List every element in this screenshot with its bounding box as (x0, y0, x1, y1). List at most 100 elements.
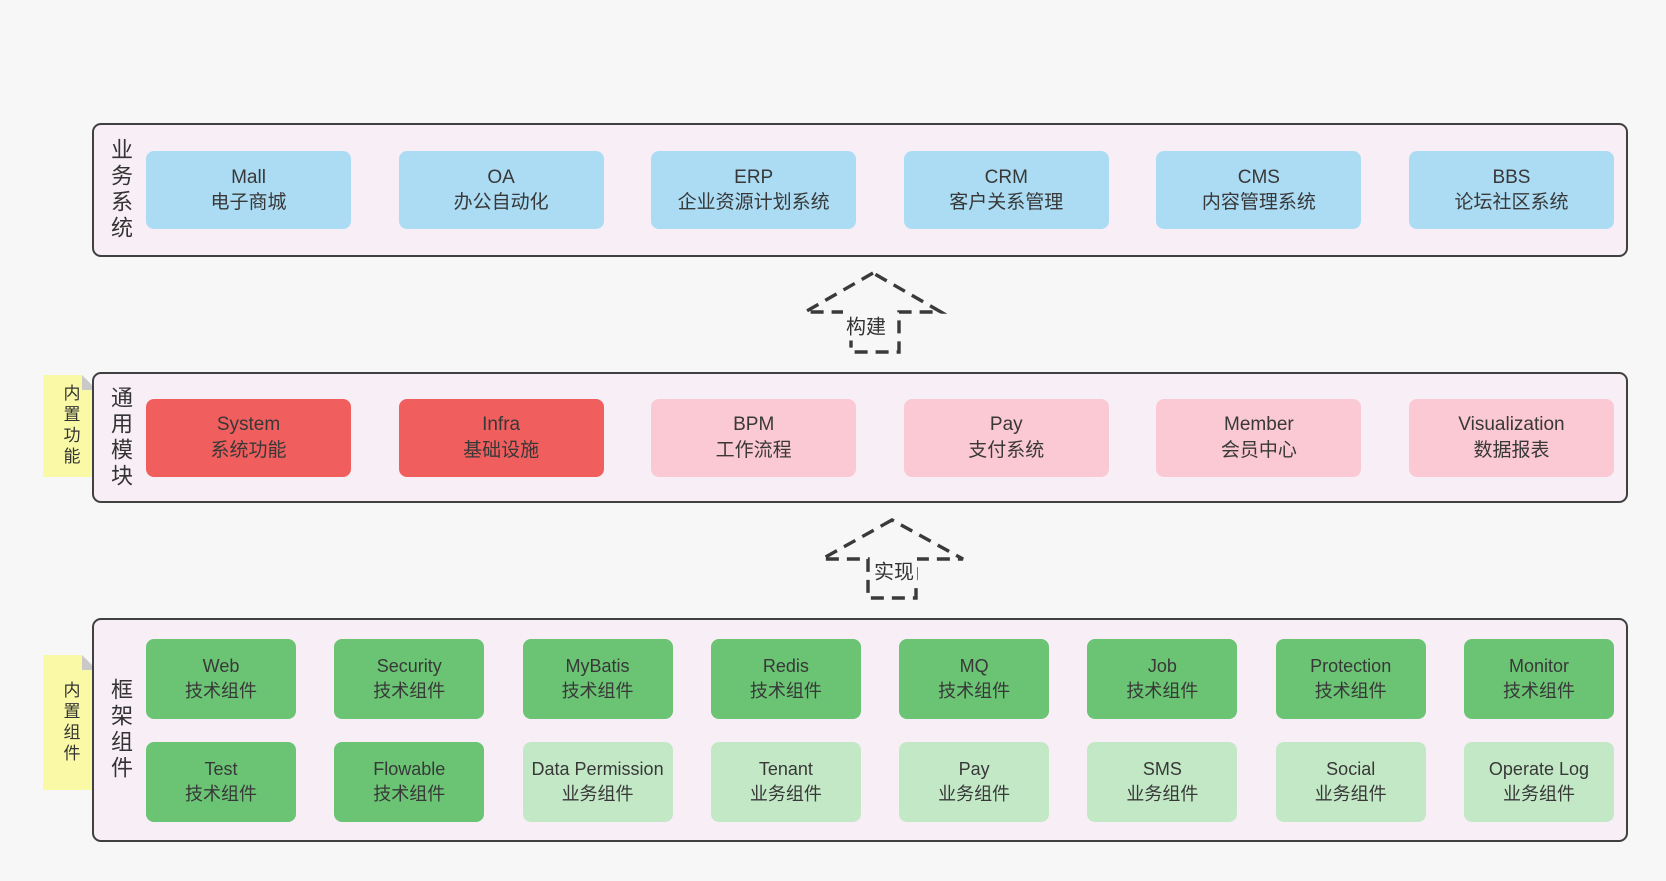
module-title: MyBatis (565, 656, 630, 677)
module-title: SMS (1142, 759, 1182, 780)
band-label: 框架组件 (108, 678, 133, 782)
module-title: Test (204, 759, 238, 780)
module-box-social: Social 业务组件 (1275, 741, 1426, 822)
module-box-member: Member 会员中心 (1156, 398, 1362, 477)
module-title: Protection (1310, 656, 1392, 677)
module-title: Pay (958, 759, 990, 780)
module-title: BPM (733, 414, 775, 436)
sticky-note-label: 内置功能 (60, 384, 80, 468)
module-box-crm: CRM 客户关系管理 (903, 151, 1109, 229)
module-subtitle: 电子商城 (210, 192, 287, 213)
module-subtitle: 业务组件 (1126, 783, 1199, 804)
sticky-note-label: 内置组件 (60, 680, 80, 765)
sticky-note-built-in-features: 内置功能 (43, 375, 97, 477)
module-subtitle: 技术组件 (185, 783, 257, 804)
module-subtitle: 支付系统 (968, 439, 1045, 461)
band-business-systems: 业务系统 Mall 电子商城 OA 办公自动化 ERP 企业资源计划系统 CRM 客户关系管理… (92, 123, 1628, 257)
band-label-column: 业务系统 (94, 125, 146, 255)
module-title: Pay (989, 414, 1023, 436)
module-subtitle: 数据报表 (1473, 439, 1550, 461)
module-box-test: Test 技术组件 (146, 741, 296, 822)
module-subtitle: 工作流程 (715, 439, 792, 461)
module-box-infra: Infra 基础设施 (398, 398, 604, 477)
module-subtitle: 技术组件 (561, 680, 634, 701)
module-title: ERP (734, 166, 774, 188)
module-title: Operate Log (1488, 759, 1589, 780)
module-box-protection: Protection 技术组件 (1275, 638, 1426, 719)
band-content: Mall 电子商城 OA 办公自动化 ERP 企业资源计划系统 CRM 客户关系管理 CMS 内容… (146, 125, 1626, 255)
arrow-label-build: 构建 (843, 309, 889, 341)
arrow-label-implement: 实现 (871, 554, 917, 586)
module-box-mall: Mall 电子商城 (146, 151, 351, 229)
module-subtitle: 客户关系管理 (949, 192, 1064, 213)
band-label-column: 通用模块 (94, 374, 146, 501)
module-box-tenant: Tenant 业务组件 (710, 741, 861, 822)
module-box-cms: CMS 内容管理系统 (1156, 151, 1362, 229)
module-subtitle: 业务组件 (561, 783, 634, 804)
module-title: Data Permission (531, 759, 664, 780)
module-title: Tenant (758, 759, 813, 780)
module-title: Monitor (1508, 656, 1569, 677)
module-box-web: Web 技术组件 (146, 638, 296, 719)
module-subtitle: 内容管理系统 (1201, 192, 1316, 213)
module-subtitle: 业务组件 (749, 783, 822, 804)
module-subtitle: 基础设施 (463, 439, 540, 461)
module-subtitle: 技术组件 (373, 783, 446, 804)
module-subtitle: 业务组件 (938, 783, 1011, 804)
module-subtitle: 技术组件 (1314, 680, 1387, 701)
band-label: 通用模块 (108, 385, 133, 490)
module-subtitle: 技术组件 (749, 680, 822, 701)
band-label-column: 框架组件 (94, 620, 146, 840)
module-subtitle: 办公自动化 (453, 192, 549, 213)
module-box-pay: Pay 支付系统 (903, 398, 1109, 477)
module-subtitle: 技术组件 (1126, 680, 1199, 701)
module-subtitle: 会员中心 (1220, 439, 1297, 461)
module-title: OA (487, 166, 515, 188)
module-subtitle: 论坛社区系统 (1454, 192, 1569, 213)
module-title: Job (1147, 656, 1177, 677)
module-subtitle: 企业资源计划系统 (677, 192, 830, 213)
module-title: MQ (959, 656, 989, 677)
module-box-oa: OA 办公自动化 (398, 151, 604, 229)
module-subtitle: 业务组件 (1314, 783, 1387, 804)
module-title: Member (1224, 414, 1294, 436)
module-box-operate-log: Operate Log 业务组件 (1463, 741, 1614, 822)
module-title: Redis (762, 656, 809, 677)
module-subtitle: 技术组件 (185, 680, 257, 701)
module-subtitle: 系统功能 (210, 439, 287, 461)
module-title: Flowable (373, 759, 446, 780)
module-subtitle: 技术组件 (938, 680, 1011, 701)
module-box-visualization: Visualization 数据报表 (1408, 398, 1614, 477)
module-box-redis: Redis 技术组件 (710, 638, 861, 719)
module-box-erp: ERP 企业资源计划系统 (651, 151, 857, 229)
module-box-monitor: Monitor 技术组件 (1463, 638, 1614, 719)
module-title: Infra (482, 414, 521, 436)
module-box-sms: SMS 业务组件 (1087, 741, 1238, 822)
module-title: CMS (1237, 166, 1280, 188)
module-box-mybatis: MyBatis 技术组件 (522, 638, 673, 719)
module-subtitle: 业务组件 (1502, 783, 1575, 804)
module-title: Social (1326, 759, 1376, 780)
module-title: CRM (984, 166, 1028, 188)
module-title: Web (202, 656, 240, 677)
module-title: Mall (231, 166, 266, 188)
sticky-note-built-in-components: 内置组件 (43, 655, 97, 790)
module-box-mq: MQ 技术组件 (899, 638, 1050, 719)
module-subtitle: 技术组件 (1502, 680, 1575, 701)
module-box-flowable: Flowable 技术组件 (334, 741, 485, 822)
module-box-data-permission: Data Permission 业务组件 (522, 741, 673, 822)
band-label: 业务系统 (108, 138, 133, 242)
module-box-job: Job 技术组件 (1087, 638, 1238, 719)
module-box-pay: Pay 业务组件 (899, 741, 1050, 822)
module-title: Security (376, 656, 442, 677)
module-title: Visualization (1458, 414, 1565, 436)
